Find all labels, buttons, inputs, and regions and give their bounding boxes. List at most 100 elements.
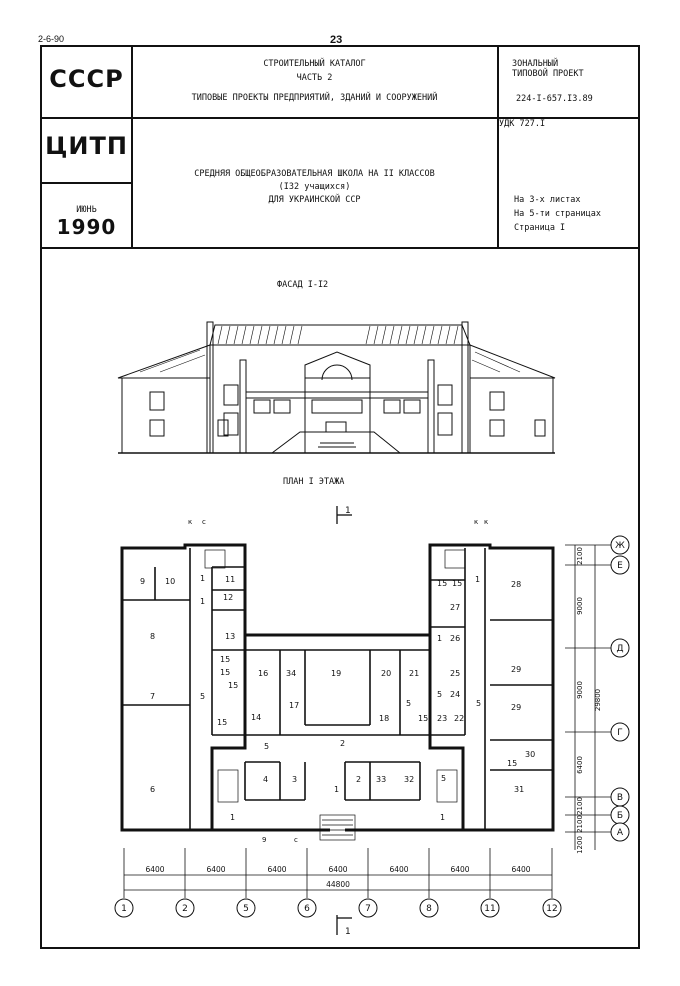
project-capacity: (I32 учащихся) [278,182,351,192]
dim-right-2: 9000 [576,597,584,615]
svg-text:17: 17 [289,701,299,710]
dim-bottom-1: 6400 [145,865,164,874]
svg-text:к: к [188,518,192,526]
svg-text:18: 18 [379,714,389,723]
release-month: ИЮНЬ [76,205,97,215]
svg-text:6: 6 [150,785,155,794]
project-type-2: ТИПОВОЙ ПРОЕКТ [512,69,584,79]
axis-label-d: Д [616,644,623,654]
svg-text:с: с [294,836,298,844]
axis-label-zh: Ж [615,541,625,551]
svg-text:15: 15 [418,714,428,723]
svg-text:1: 1 [200,597,205,606]
svg-text:15: 15 [452,579,462,588]
page-index: Страница I [514,223,566,233]
axis-label-2: 2 [182,904,188,914]
svg-text:15: 15 [437,579,447,588]
svg-text:21: 21 [409,669,419,678]
svg-text:2: 2 [340,739,345,748]
sheets-count: На 3-х листах [514,195,581,205]
svg-text:5: 5 [200,692,205,701]
axis-label-6: 6 [304,904,310,914]
svg-text:23: 23 [437,714,447,723]
dim-bottom-7: 6400 [511,865,530,874]
sheet-frame: СССР ЦИТП ИЮНЬ 1990 СТРОИТЕЛЬНЫЙ КАТАЛОГ… [40,45,640,949]
dim-right-6: 2100 [576,815,584,833]
svg-text:10: 10 [165,577,175,586]
axis-label-g: Г [617,728,623,738]
svg-text:5: 5 [406,699,411,708]
axis-label-1: 1 [121,904,127,914]
dim-bottom-5: 6400 [389,865,408,874]
catalog-title: СТРОИТЕЛЬНЫЙ КАТАЛОГ [263,59,366,69]
plan-caption: ПЛАН I ЭТАЖА [283,477,345,487]
svg-text:19: 19 [331,669,341,678]
svg-text:15: 15 [217,718,227,727]
svg-text:2: 2 [356,775,361,784]
udk-code: УДК 727.I [499,119,546,129]
svg-text:24: 24 [450,690,460,699]
axis-label-e: Е [617,561,623,571]
svg-text:22: 22 [454,714,464,723]
axis-label-5: 5 [243,904,249,914]
svg-text:1: 1 [440,813,445,822]
project-number: 224-I-657.I3.89 [516,94,593,104]
svg-text:5: 5 [437,690,442,699]
dim-bottom-4: 6400 [328,865,347,874]
svg-text:5: 5 [264,742,269,751]
org-citp: ЦИТП [45,132,128,160]
svg-text:28: 28 [511,580,521,589]
dim-right-4: 6400 [576,756,584,774]
svg-text:1: 1 [200,574,205,583]
svg-text:12: 12 [223,593,233,602]
svg-text:13: 13 [225,632,235,641]
svg-text:29: 29 [511,703,521,712]
dim-total-width: 44800 [326,880,350,889]
svg-text:8: 8 [150,632,155,641]
svg-text:33: 33 [376,775,386,784]
svg-text:9: 9 [140,577,145,586]
axis-label-7: 7 [365,904,371,914]
section-mark-bottom: 1 [345,927,351,937]
svg-text:5: 5 [441,774,446,783]
svg-text:3: 3 [292,775,297,784]
svg-text:26: 26 [450,634,460,643]
svg-text:15: 15 [507,759,517,768]
dim-bottom-2: 6400 [206,865,225,874]
axis-label-8: 8 [426,904,432,914]
axis-label-b: Б [617,811,623,821]
svg-text:15: 15 [220,668,230,677]
catalog-part: ЧАСТЬ 2 [296,73,333,83]
page-number: 23 [330,34,343,46]
svg-text:20: 20 [381,669,391,678]
svg-text:1: 1 [437,634,442,643]
project-type-1: ЗОНАЛЬНЫЙ [512,59,559,69]
svg-text:15: 15 [228,681,238,690]
svg-text:31: 31 [514,785,524,794]
dim-right-7: 1200 [576,836,584,854]
svg-text:29: 29 [511,665,521,674]
svg-text:9: 9 [262,836,266,844]
svg-text:к: к [484,518,488,526]
svg-text:1: 1 [230,813,235,822]
svg-text:с: с [202,518,206,526]
dim-right-5: 2100 [576,797,584,815]
svg-text:1: 1 [334,785,339,794]
pages-count: На 5-ти страницах [514,209,601,219]
svg-text:15: 15 [220,655,230,664]
svg-text:5: 5 [476,699,481,708]
svg-text:к: к [474,518,478,526]
svg-text:25: 25 [450,669,460,678]
section-mark-top: 1 [345,506,351,516]
dim-right-1: 2100 [576,547,584,565]
svg-text:27: 27 [450,603,460,612]
dim-bottom-3: 6400 [267,865,286,874]
facade-caption: ФАСАД I-I2 [277,280,329,290]
dim-total-depth: 29800 [594,689,602,711]
catalog-section: ТИПОВЫЕ ПРОЕКТЫ ПРЕДПРИЯТИЙ, ЗДАНИЙ И СО… [191,93,438,103]
svg-text:32: 32 [404,775,414,784]
axis-label-11: 11 [484,904,495,914]
svg-text:34: 34 [286,669,296,678]
